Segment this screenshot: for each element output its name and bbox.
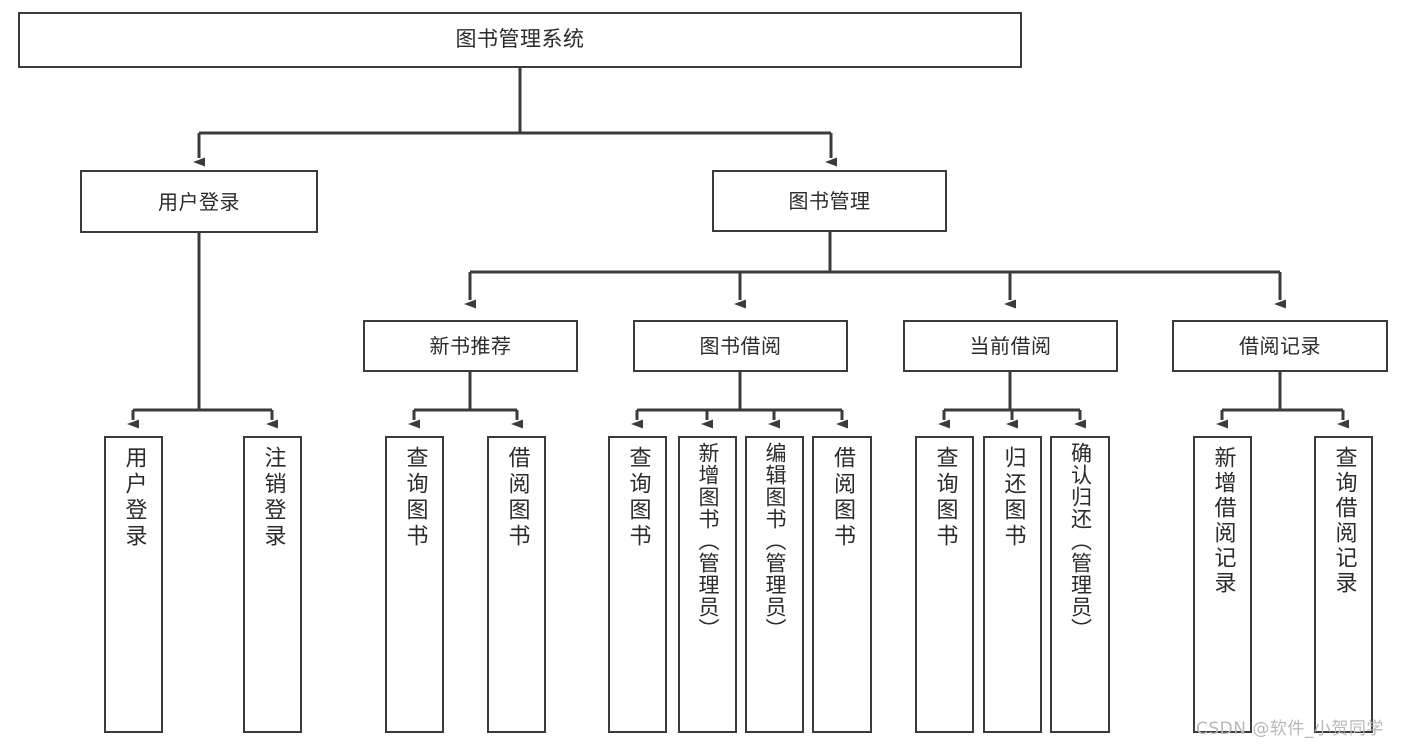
- node-book-borrow-label: 图书借阅: [699, 334, 782, 358]
- leaf-logout-label: 注销登录: [260, 446, 286, 550]
- node-current-borrow: 当前借阅: [903, 320, 1118, 372]
- node-book-manage-label: 图书管理: [788, 189, 871, 213]
- node-book-borrow: 图书借阅: [633, 320, 848, 372]
- node-new-book-recommend-label: 新书推荐: [429, 334, 512, 358]
- leaf-confirm-return-label: 确认归还（管理员）: [1068, 442, 1093, 640]
- leaf-add-book: 新增图书（管理员）: [678, 436, 737, 733]
- leaf-return-book: 归还图书: [983, 436, 1042, 733]
- leaf-edit-book: 编辑图书（管理员）: [745, 436, 804, 733]
- leaf-logout: 注销登录: [243, 436, 302, 733]
- csdn-watermark: CSDN @软件_小贺同学: [1196, 719, 1384, 739]
- leaf-borrow-book-1-label: 借阅图书: [504, 446, 530, 550]
- node-root-label: 图书管理系统: [455, 27, 585, 52]
- node-borrow-record-label: 借阅记录: [1239, 334, 1321, 358]
- node-current-borrow-label: 当前借阅: [969, 334, 1052, 358]
- leaf-borrow-book-2-label: 借阅图书: [830, 446, 855, 550]
- node-borrow-record: 借阅记录: [1172, 320, 1388, 372]
- leaf-query-book-2-label: 查询图书: [625, 446, 651, 550]
- leaf-query-record: 查询借阅记录: [1314, 436, 1373, 733]
- node-user-login-label: 用户登录: [158, 189, 240, 214]
- leaf-query-book-1-label: 查询图书: [402, 446, 428, 550]
- leaf-add-book-label: 新增图书（管理员）: [696, 442, 720, 640]
- leaf-query-book-2: 查询图书: [608, 436, 667, 733]
- leaf-add-record-label: 新增借阅记录: [1210, 446, 1236, 596]
- leaf-confirm-return: 确认归还（管理员）: [1050, 436, 1110, 733]
- leaf-query-book-3: 查询图书: [915, 436, 974, 733]
- node-root: 图书管理系统: [18, 12, 1022, 68]
- node-new-book-recommend: 新书推荐: [363, 320, 578, 372]
- node-book-manage: 图书管理: [712, 170, 947, 232]
- leaf-borrow-book-1: 借阅图书: [487, 436, 546, 733]
- leaf-edit-book-label: 编辑图书（管理员）: [763, 442, 787, 640]
- leaf-query-book-3-label: 查询图书: [932, 446, 958, 550]
- leaf-query-record-label: 查询借阅记录: [1331, 446, 1357, 596]
- leaf-user-login: 用户登录: [104, 436, 163, 733]
- leaf-query-book-1: 查询图书: [385, 436, 444, 733]
- node-user-login: 用户登录: [80, 170, 318, 233]
- leaf-add-record: 新增借阅记录: [1193, 436, 1252, 733]
- leaf-user-login-label: 用户登录: [121, 446, 147, 550]
- leaf-borrow-book-2: 借阅图书: [812, 436, 872, 733]
- leaf-return-book-label: 归还图书: [1000, 446, 1026, 550]
